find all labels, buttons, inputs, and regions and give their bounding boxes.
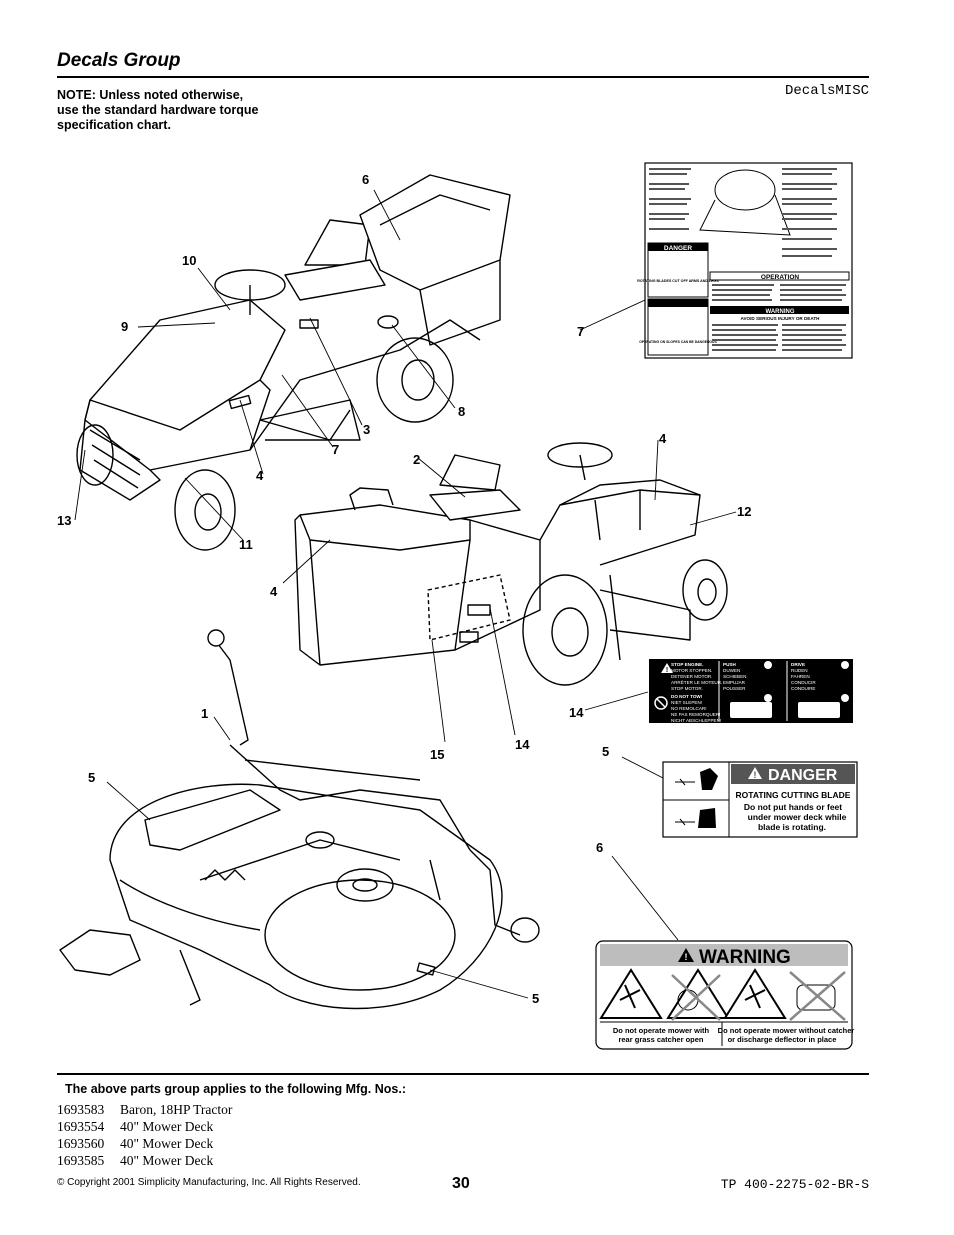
mfg-row: 1693585 40" Mower Deck <box>57 1153 213 1169</box>
push-line: EMPUJAR <box>723 680 746 685</box>
mfg-description: 40" Mower Deck <box>120 1153 214 1168</box>
mfg-number: 1693560 <box>57 1136 105 1151</box>
torque-note: NOTE: Unless noted otherwise, use the st… <box>57 88 317 133</box>
notow-line: NE PAS REMORQUER! <box>671 712 720 717</box>
notow-line: NIET SLEPEN! <box>671 700 702 705</box>
callout-8: 8 <box>458 404 465 419</box>
push-drive-decal: ! STOP ENGINE. MOTOR STOPPEN. DETENER MO… <box>649 659 853 723</box>
op-heading: OPERATION <box>761 274 799 281</box>
push-line: DUWEN <box>723 668 740 673</box>
op-danger-caption: ROTATING BLADES CUT OFF ARMS AND LEGS <box>637 279 719 283</box>
op-danger-caption2: OPERATING ON SLOPES CAN BE DANGEROUS <box>639 340 717 344</box>
danger-line: Do not put hands or feet <box>744 802 842 812</box>
danger-subtitle: ROTATING CUTTING BLADE <box>736 790 851 800</box>
drive-line: FAHREN <box>791 674 810 679</box>
callout-11: 11 <box>239 537 253 552</box>
stop-title: STOP ENGINE. <box>671 662 704 667</box>
warning-caption-left: rear grass catcher open <box>618 1035 703 1044</box>
op-warning-label: WARNING <box>766 309 795 315</box>
mfg-number: 1693554 <box>57 1119 105 1134</box>
leader-lines <box>74 189 737 999</box>
callout-4: 4 <box>256 468 264 483</box>
callout-3: 3 <box>363 422 370 437</box>
mfg-description: Baron, 18HP Tractor <box>120 1102 233 1117</box>
mower-deck-drawing <box>59 629 540 1010</box>
callout-7: 7 <box>577 324 584 339</box>
document-id: TP 400-2275-02-BR-S <box>720 1177 869 1192</box>
page-title: Decals Group <box>57 50 181 71</box>
tractor-front-drawing <box>76 174 511 551</box>
stop-line: STOP MOTOR. <box>671 686 703 691</box>
danger-label: DANGER <box>768 767 838 784</box>
notow-line: NO REMOLCAR! <box>671 706 706 711</box>
warning-caption-right: or discharge deflector in place <box>728 1035 837 1044</box>
callout-6: 6 <box>596 840 603 855</box>
notow-title: DO NOT TOW! <box>671 694 703 699</box>
callout-14: 14 <box>569 705 584 720</box>
callout-4: 4 <box>659 431 667 446</box>
svg-text:!: ! <box>666 667 668 674</box>
drive-title: DRIVE <box>791 662 805 667</box>
stop-line: ARRÊTER LE MOTEUR. <box>671 678 722 685</box>
mfg-number: 1693585 <box>57 1153 105 1168</box>
warning-caption-left: Do not operate mower with <box>613 1026 710 1035</box>
warning-caption-right: Do not operate mower without catcher <box>718 1026 855 1035</box>
mfg-row: 1693560 40" Mower Deck <box>57 1136 213 1152</box>
callout-9: 9 <box>121 319 128 334</box>
copyright: © Copyright 2001 Simplicity Manufacturin… <box>57 1177 361 1188</box>
drive-line: CONDUIRE <box>791 686 816 691</box>
svg-text:!: ! <box>685 952 688 962</box>
callout-7: 7 <box>332 442 339 457</box>
callout-5: 5 <box>602 744 609 759</box>
mfg-description: 40" Mower Deck <box>120 1136 214 1151</box>
svg-text:!: ! <box>754 770 757 780</box>
stop-line: MOTOR STOPPEN. <box>671 668 712 673</box>
tractor-rear-drawing <box>294 442 728 686</box>
stop-line: DETENER MOTOR. <box>671 674 713 679</box>
notow-line: NICHT ABSCHLEPPEN! <box>671 718 721 723</box>
callout-15: 15 <box>430 747 444 762</box>
note-line: use the standard hardware torque <box>57 103 259 117</box>
callout-5: 5 <box>88 770 95 785</box>
callout-5: 5 <box>532 991 539 1006</box>
operation-decal: DANGER ROTATING BLADES CUT OFF ARMS AND … <box>637 162 853 359</box>
applies-heading: The above parts group applies to the fol… <box>65 1082 406 1096</box>
callout-10: 10 <box>182 253 196 268</box>
callout-1: 1 <box>201 706 208 721</box>
note-line: specification chart. <box>57 118 171 132</box>
warning-label: WARNING <box>699 947 791 968</box>
mfg-number: 1693583 <box>57 1102 105 1117</box>
mfg-description: 40" Mower Deck <box>120 1119 214 1134</box>
mfg-row: 1693583 Baron, 18HP Tractor <box>57 1102 232 1118</box>
section-rule <box>57 1073 869 1075</box>
callout-4: 4 <box>270 584 278 599</box>
danger-blade-decal: ! DANGER ROTATING CUTTING BLADE Do not p… <box>662 761 858 838</box>
note-line: NOTE: Unless noted otherwise, <box>57 88 244 102</box>
callout-13: 13 <box>57 513 71 528</box>
header-rule <box>57 76 869 78</box>
op-warning-sub: AVOID SERIOUS INJURY OR DEATH <box>741 316 821 321</box>
op-danger-label: DANGER <box>664 245 692 252</box>
danger-line: blade is rotating. <box>758 822 826 832</box>
section-code: DecalsMISC <box>784 83 869 99</box>
drive-line: CONDUCIR <box>791 680 816 685</box>
page-number: 30 <box>452 1175 470 1192</box>
callout-14: 14 <box>515 737 530 752</box>
callout-2: 2 <box>413 452 420 467</box>
push-line: SCHIEBEN <box>723 674 747 679</box>
drive-line: RIJDEN <box>791 668 808 673</box>
warning-catcher-decal: ! WARNING Do not operate mower with rear… <box>595 940 855 1050</box>
push-line: POUSSER <box>723 686 746 691</box>
push-title: PUSH <box>723 662 736 667</box>
danger-line: under mower deck while <box>748 812 847 822</box>
mfg-row: 1693554 40" Mower Deck <box>57 1119 213 1135</box>
callout-6: 6 <box>362 172 369 187</box>
callout-12: 12 <box>737 504 751 519</box>
